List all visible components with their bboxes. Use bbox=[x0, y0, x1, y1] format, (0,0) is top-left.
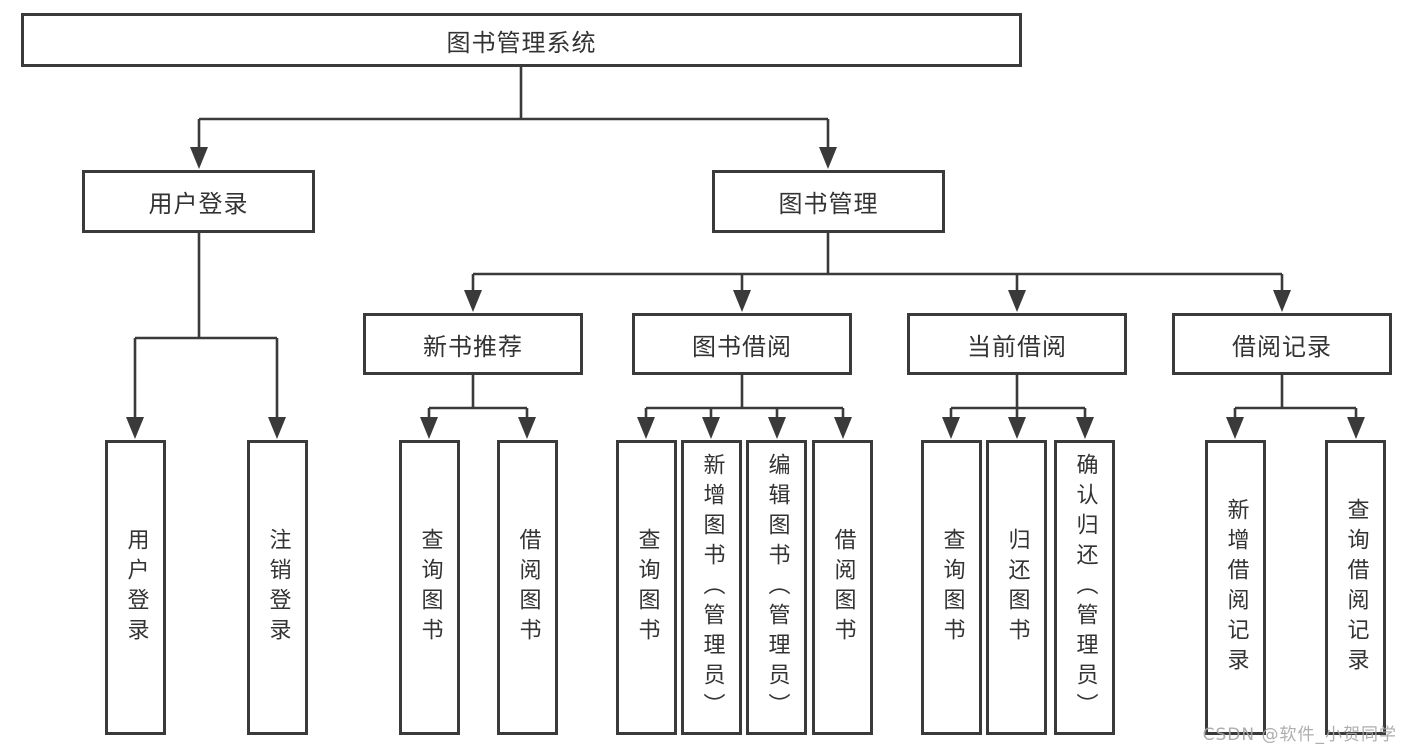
node-new-book-recommend: 新书推荐 bbox=[363, 313, 583, 375]
leaf-query-books-borrowing-label: 查询图书 bbox=[634, 527, 660, 648]
node-borrow-records-label: 借阅记录 bbox=[1232, 332, 1332, 361]
node-book-borrowing-label: 图书借阅 bbox=[692, 332, 792, 361]
node-user-login-label: 用户登录 bbox=[148, 190, 249, 218]
leaf-borrow-books-recommend-label: 借阅图书 bbox=[515, 527, 541, 648]
node-borrow-records: 借阅记录 bbox=[1172, 313, 1392, 375]
leaf-edit-books-admin-label: 编辑图书（管理员） bbox=[764, 452, 790, 723]
node-root-label: 图书管理系统 bbox=[446, 28, 597, 57]
leaf-logout-label: 注销登录 bbox=[265, 527, 291, 648]
leaf-add-books-admin-label: 新增图书（管理员） bbox=[699, 452, 725, 723]
leaf-edit-books-admin: 编辑图书（管理员） bbox=[746, 440, 807, 735]
node-book-management-label: 图书管理 bbox=[778, 190, 879, 218]
leaf-add-books-admin: 新增图书（管理员） bbox=[681, 440, 742, 735]
leaf-add-borrow-record: 新增借阅记录 bbox=[1205, 440, 1266, 735]
node-book-management: 图书管理 bbox=[712, 170, 945, 233]
node-root-system: 图书管理系统 bbox=[21, 13, 1022, 67]
node-user-login: 用户登录 bbox=[82, 170, 315, 233]
leaf-borrow-books-label: 借阅图书 bbox=[830, 527, 856, 648]
leaf-query-books-recommend-label: 查询图书 bbox=[417, 527, 443, 648]
leaf-add-borrow-record-label: 新增借阅记录 bbox=[1223, 497, 1249, 678]
leaf-logout: 注销登录 bbox=[247, 440, 308, 735]
leaf-confirm-return-admin: 确认归还（管理员） bbox=[1054, 440, 1115, 735]
leaf-user-login: 用户登录 bbox=[105, 440, 166, 735]
leaf-confirm-return-admin-label: 确认归还（管理员） bbox=[1072, 452, 1098, 723]
csdn-watermark: CSDN @软件_小贺同学 bbox=[1202, 725, 1397, 745]
node-book-borrowing: 图书借阅 bbox=[632, 313, 852, 375]
node-current-borrowing-label: 当前借阅 bbox=[967, 332, 1067, 361]
leaf-query-books-current: 查询图书 bbox=[921, 440, 982, 735]
leaf-query-books-borrowing: 查询图书 bbox=[616, 440, 677, 735]
leaf-borrow-books-recommend: 借阅图书 bbox=[497, 440, 558, 735]
leaf-query-books-current-label: 查询图书 bbox=[939, 527, 965, 648]
node-current-borrowing: 当前借阅 bbox=[907, 313, 1127, 375]
leaf-borrow-books: 借阅图书 bbox=[812, 440, 873, 735]
leaf-query-borrow-record: 查询借阅记录 bbox=[1325, 440, 1386, 735]
leaf-return-books: 归还图书 bbox=[986, 440, 1047, 735]
leaf-query-books-recommend: 查询图书 bbox=[399, 440, 460, 735]
leaf-query-borrow-record-label: 查询借阅记录 bbox=[1343, 497, 1369, 678]
node-new-book-recommend-label: 新书推荐 bbox=[423, 332, 523, 361]
leaf-user-login-label: 用户登录 bbox=[123, 527, 149, 648]
leaf-return-books-label: 归还图书 bbox=[1004, 527, 1030, 648]
